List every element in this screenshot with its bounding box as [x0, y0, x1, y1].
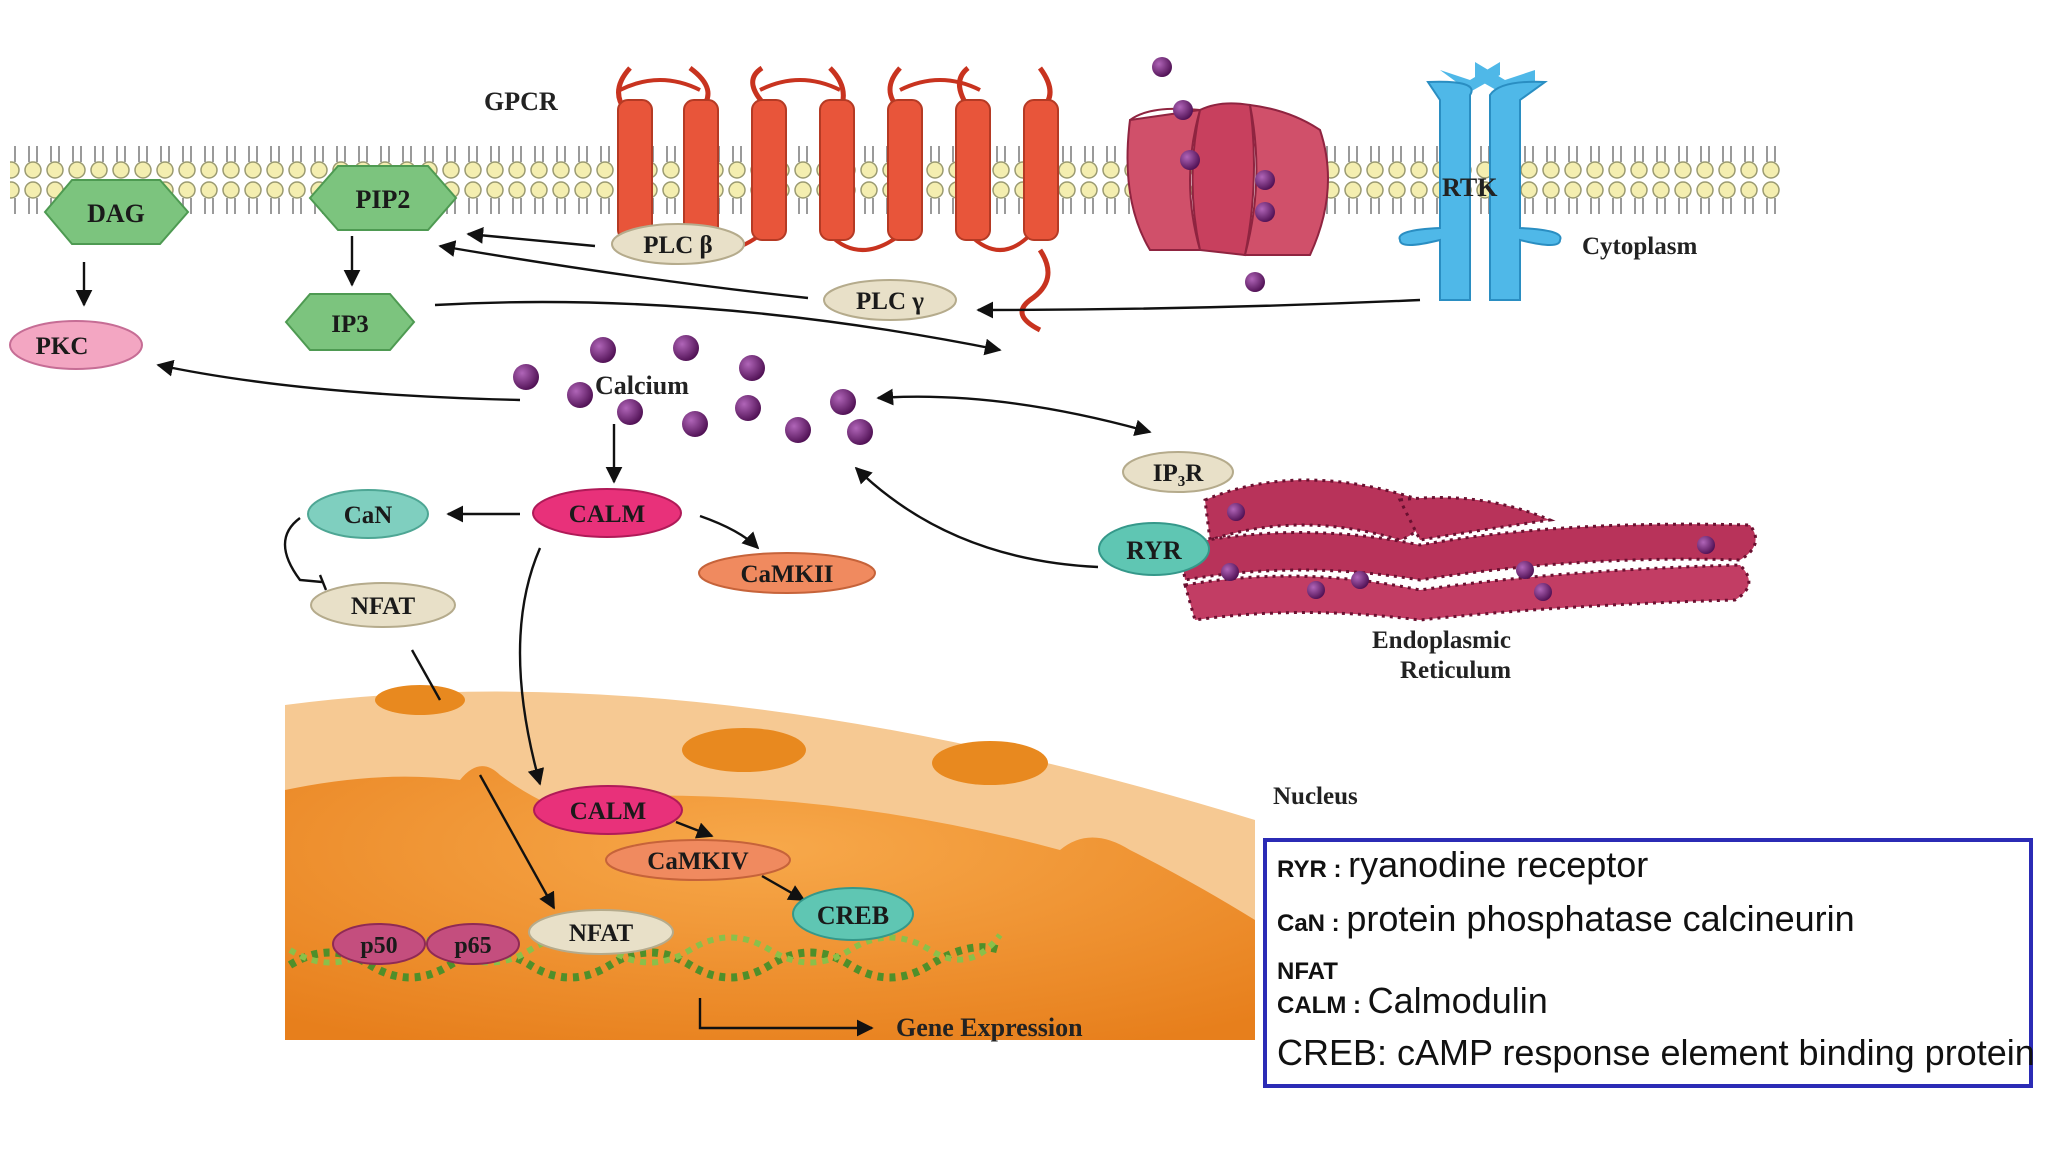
legend-abbr: RYR: [1277, 856, 1327, 883]
nfat-nucleus-label: NFAT: [569, 920, 634, 947]
legend-def: CREB: cAMP response element binding prot…: [1277, 1032, 2035, 1073]
creb-label: CREB: [817, 901, 889, 930]
can-node: CaN: [307, 489, 429, 539]
pip2-node: PIP2: [308, 165, 458, 231]
legend-def: protein phosphatase calcineurin: [1346, 898, 1855, 939]
plcg-label: PLC γ: [856, 288, 924, 315]
legend-row-creb: CREB: cAMP response element binding prot…: [1277, 1032, 2035, 1074]
ip3r-node: IP₃R: [1122, 451, 1234, 493]
cytoplasm-label: Cytoplasm: [1582, 233, 1697, 260]
calcium-label: Calcium: [595, 371, 689, 400]
calm-nucleus-label: CALM: [570, 798, 646, 825]
calm-node: CALM: [532, 488, 682, 538]
creb-node: CREB: [792, 887, 914, 941]
ip3-node: IP3: [284, 293, 416, 351]
legend-row-nfat: NFAT: [1277, 946, 1338, 988]
ryr-node: RYR: [1098, 522, 1210, 576]
rtk-label: RTK: [1442, 173, 1498, 202]
p65-node: p65: [426, 923, 520, 965]
calm-label: CALM: [569, 501, 645, 528]
legend-box: RYR : ryanodine receptor CaN : protein p…: [1263, 838, 2035, 1088]
legend-sep: :: [1326, 856, 1349, 883]
pkc-node: PKC: [9, 320, 143, 370]
pathway-arrows: [75, 227, 1421, 1037]
legend-row-calm: CALM : Calmodulin: [1277, 980, 1548, 1022]
legend-sep: :: [1346, 992, 1368, 1019]
endoplasmic-reticulum: [1178, 478, 1758, 622]
ryr-label: RYR: [1126, 536, 1182, 565]
nfat-node: NFAT: [310, 582, 456, 628]
p65-label: p65: [454, 933, 491, 959]
gene-expression-label: Gene Expression: [896, 1013, 1083, 1042]
calcium-ions: [513, 335, 873, 445]
p50-node: p50: [332, 923, 426, 965]
plcb-node: PLC β: [611, 223, 745, 265]
legend-sep: :: [1325, 910, 1347, 937]
er-label-line1: Endoplasmic: [1372, 627, 1511, 654]
calcium-channel: [1126, 57, 1329, 292]
pip2-label: PIP2: [356, 185, 411, 214]
plcg-node: PLC γ: [823, 279, 957, 321]
legend-def: Calmodulin: [1367, 980, 1548, 1021]
er-label-line2: Reticulum: [1400, 657, 1511, 684]
nucleus-label: Nucleus: [1273, 783, 1358, 810]
camkii-node: CaMKII: [698, 552, 876, 594]
calm-nucleus-node: CALM: [533, 785, 683, 835]
ip3-label: IP3: [331, 311, 369, 338]
dag-node: DAG: [43, 179, 190, 245]
dag-label: DAG: [87, 199, 145, 228]
can-label: CaN: [344, 502, 393, 529]
plcb-label: PLC β: [643, 232, 712, 259]
camkii-label: CaMKII: [740, 561, 833, 588]
gpcr-label: GPCR: [484, 87, 558, 116]
camkiv-node: CaMKIV: [605, 839, 791, 881]
ip3r-label: IP₃R: [1153, 460, 1204, 487]
legend-row-can: CaN : protein phosphatase calcineurin: [1277, 898, 1855, 940]
camkiv-label: CaMKIV: [647, 848, 748, 875]
nfat-nucleus-node: NFAT: [528, 909, 674, 955]
legend-abbr: CALM: [1277, 992, 1347, 1019]
nfat-label: NFAT: [351, 593, 416, 620]
p50-label: p50: [360, 933, 397, 959]
legend-abbr: NFAT: [1277, 958, 1338, 985]
legend-row-ryr: RYR : ryanodine receptor: [1277, 844, 1648, 886]
pkc-label: PKC: [36, 333, 89, 360]
legend-def: ryanodine receptor: [1348, 844, 1649, 885]
legend-abbr: CaN: [1277, 910, 1326, 937]
gpcr-receptor: [616, 65, 1059, 333]
rtk-receptor: [1398, 62, 1562, 301]
